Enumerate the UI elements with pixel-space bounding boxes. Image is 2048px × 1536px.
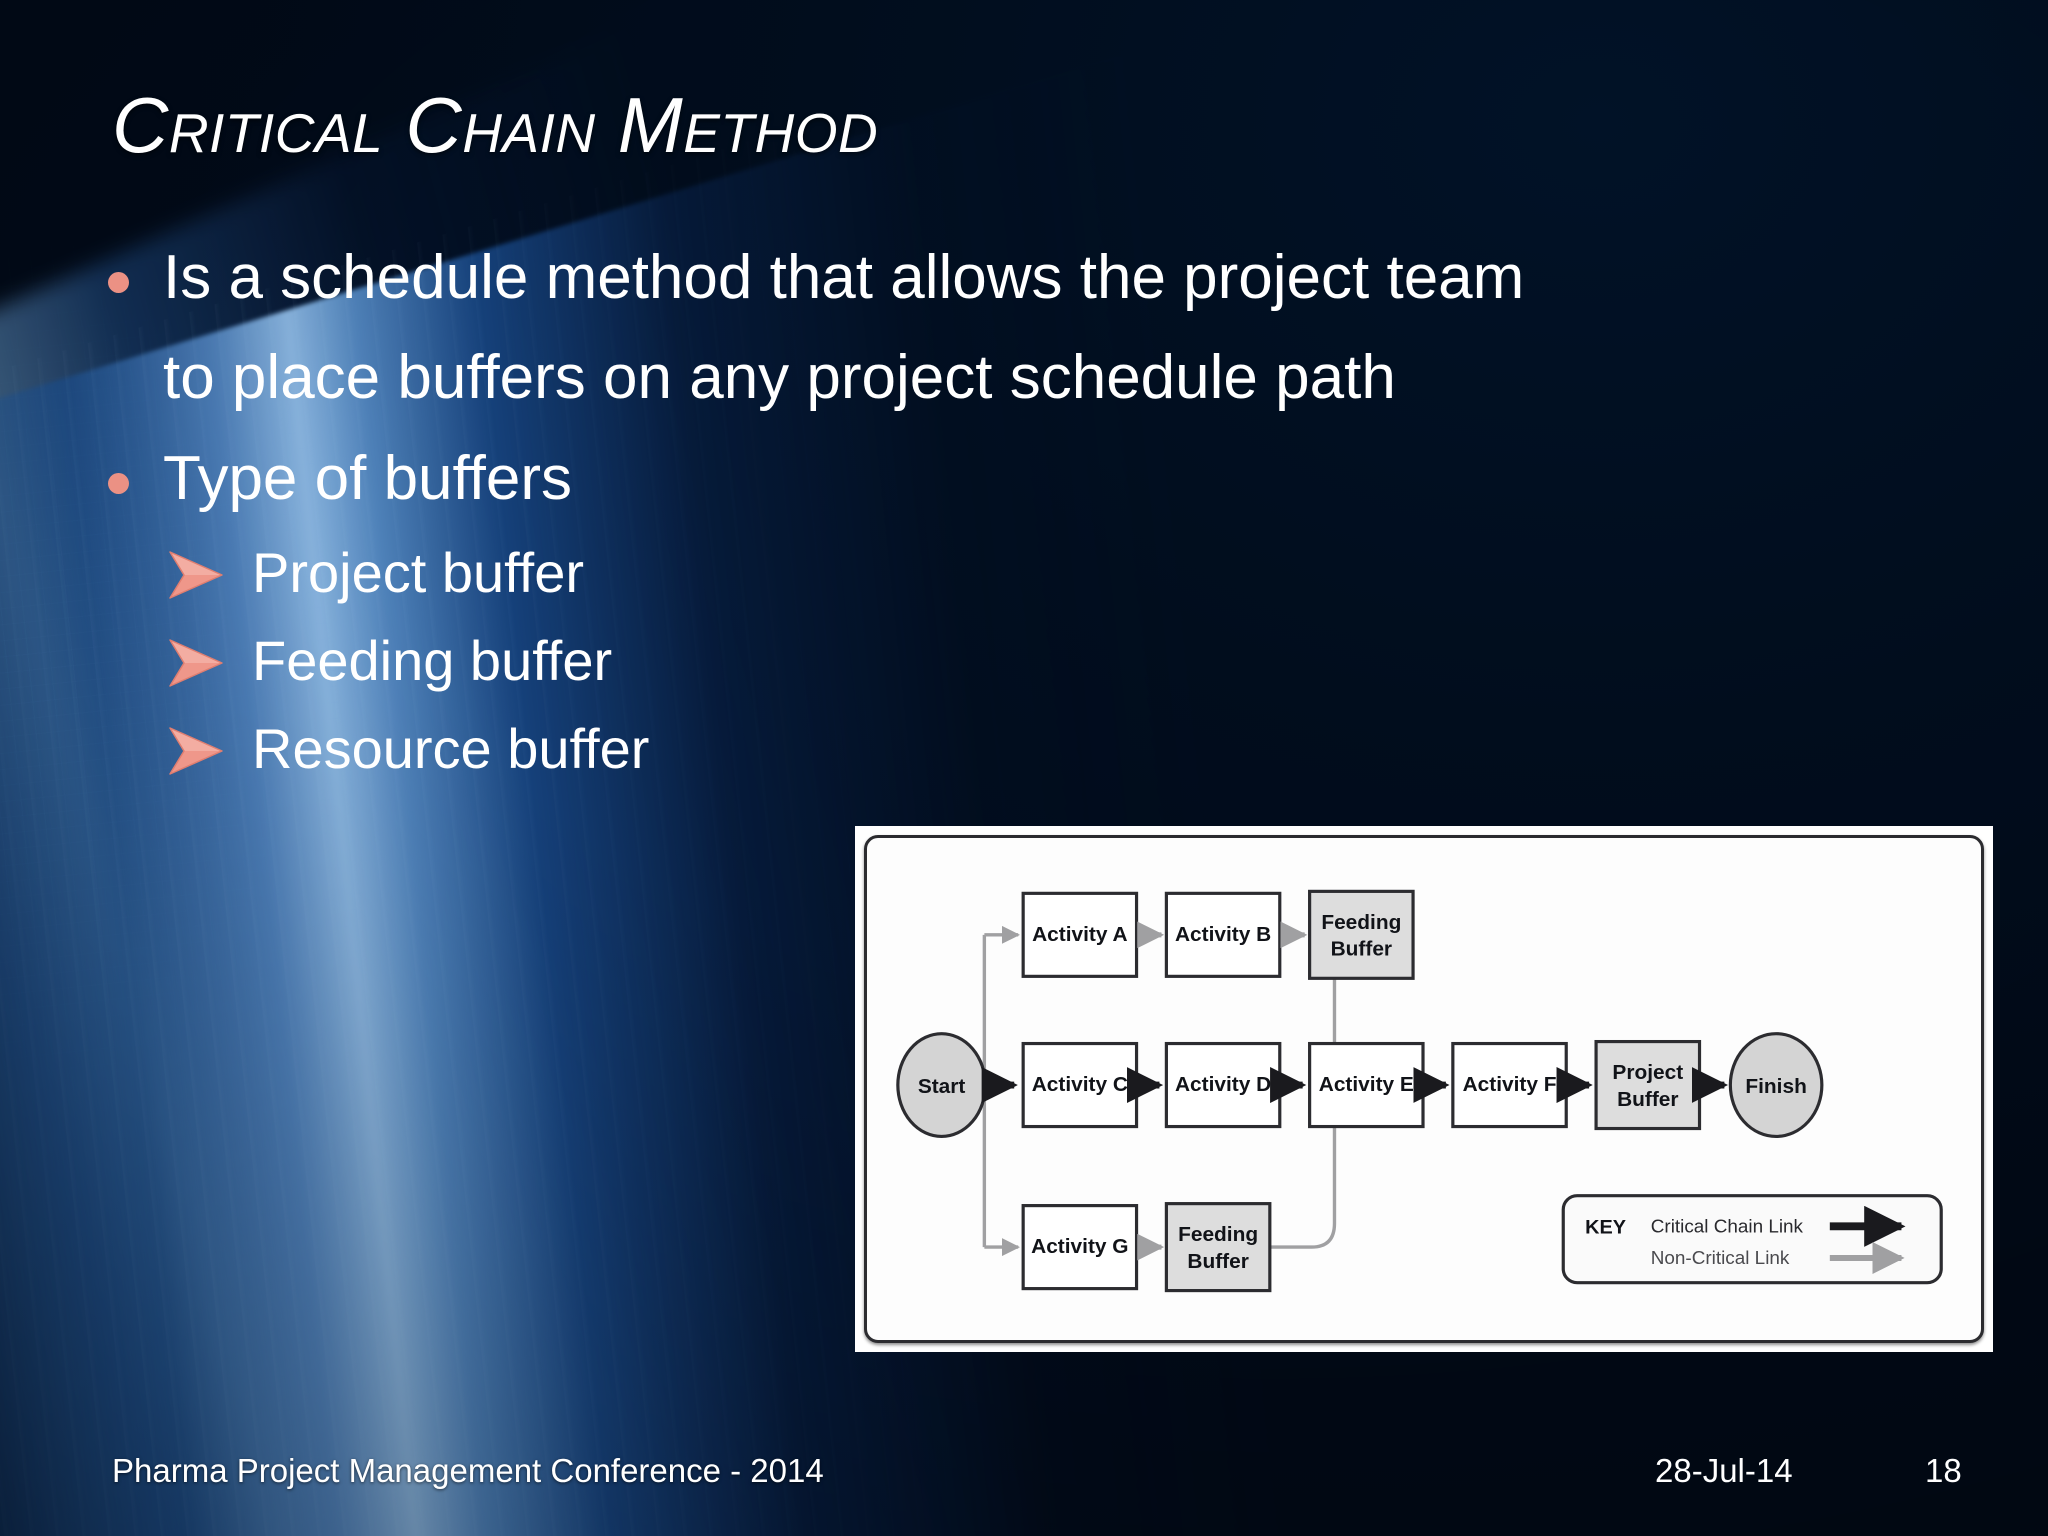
diagram-node-activity-g: Activity G: [1021, 1204, 1139, 1291]
diagram-canvas: Activity A Activity B Feeding Buffer Sta…: [864, 835, 1984, 1343]
svg-text:Buffer: Buffer: [1331, 938, 1392, 961]
bullet-item-2: Type of buffers: [108, 429, 1928, 529]
diagram-node-activity-e: Activity E: [1308, 1041, 1425, 1129]
sub-bullet-item-feeding-buffer: Feeding buffer: [164, 617, 1928, 705]
bullet-item-1-label: Is a schedule method that allows the pro…: [163, 243, 1525, 413]
footer-date-label: 28-Jul-14: [1655, 1452, 1793, 1489]
svg-text:Activity E: Activity E: [1319, 1073, 1414, 1096]
svg-text:Activity G: Activity G: [1031, 1235, 1128, 1258]
svg-text:Finish: Finish: [1745, 1075, 1806, 1098]
footer-page-number: 18: [1925, 1452, 1962, 1489]
diagram-node-finish: Finish: [1728, 1032, 1824, 1139]
sub-bullet-item-resource-buffer: Resource buffer: [164, 705, 1928, 793]
diagram-node-start: Start: [896, 1032, 987, 1139]
svg-text:KEY: KEY: [1585, 1216, 1626, 1238]
critical-chain-diagram: Activity A Activity B Feeding Buffer Sta…: [855, 826, 1993, 1352]
sub-bullet-label: Feeding buffer: [252, 629, 613, 693]
diagram-node-activity-c: Activity C: [1021, 1041, 1139, 1129]
footer-conference-label: Pharma Project Management Conference - 2…: [112, 1452, 824, 1489]
bullet-item-1: Is a schedule method that allows the pro…: [108, 228, 1928, 429]
bullet-dot-icon: [108, 472, 129, 494]
svg-text:Buffer: Buffer: [1617, 1088, 1678, 1111]
svg-text:Buffer: Buffer: [1187, 1250, 1248, 1273]
svg-text:Critical Chain Link: Critical Chain Link: [1651, 1215, 1804, 1236]
svg-text:Start: Start: [918, 1075, 966, 1098]
sub-bullet-item-project-buffer: Project buffer: [164, 529, 1928, 617]
svg-text:Feeding: Feeding: [1321, 911, 1401, 934]
diagram-node-activity-d: Activity D: [1164, 1041, 1282, 1129]
diagram-node-activity-b: Activity B: [1164, 891, 1282, 978]
svg-text:Project: Project: [1612, 1061, 1683, 1084]
diagram-node-activity-f: Activity F: [1451, 1041, 1568, 1129]
diagram-node-feeding-buffer-bottom: Feeding Buffer: [1164, 1202, 1272, 1293]
diagram-svg: Activity A Activity B Feeding Buffer Sta…: [896, 889, 1943, 1293]
svg-text:Activity C: Activity C: [1032, 1073, 1128, 1096]
svg-text:Non-Critical Link: Non-Critical Link: [1651, 1247, 1790, 1268]
svg-text:Activity A: Activity A: [1032, 923, 1127, 946]
diagram-node-project-buffer: Project Buffer: [1594, 1039, 1702, 1131]
bullet-item-2-label: Type of buffers: [163, 443, 572, 513]
svg-text:Activity B: Activity B: [1175, 923, 1271, 946]
body-content: Is a schedule method that allows the pro…: [108, 228, 1928, 793]
arrow-bullet-icon: [164, 549, 226, 601]
page-title: Critical Chain Method: [112, 81, 879, 169]
svg-text:Activity F: Activity F: [1463, 1073, 1557, 1096]
diagram-legend: KEY Critical Chain Link Non-Critical Lin…: [1561, 1194, 1943, 1285]
arrow-bullet-icon: [164, 637, 226, 689]
svg-text:Feeding: Feeding: [1178, 1223, 1258, 1246]
sub-bullet-label: Project buffer: [252, 541, 585, 605]
diagram-node-activity-a: Activity A: [1021, 891, 1139, 978]
sub-bullet-label: Resource buffer: [252, 717, 650, 781]
arrow-bullet-icon: [164, 725, 226, 777]
diagram-node-feeding-buffer-top: Feeding Buffer: [1308, 889, 1415, 980]
svg-text:Activity D: Activity D: [1175, 1073, 1271, 1096]
bullet-dot-icon: [108, 272, 129, 293]
